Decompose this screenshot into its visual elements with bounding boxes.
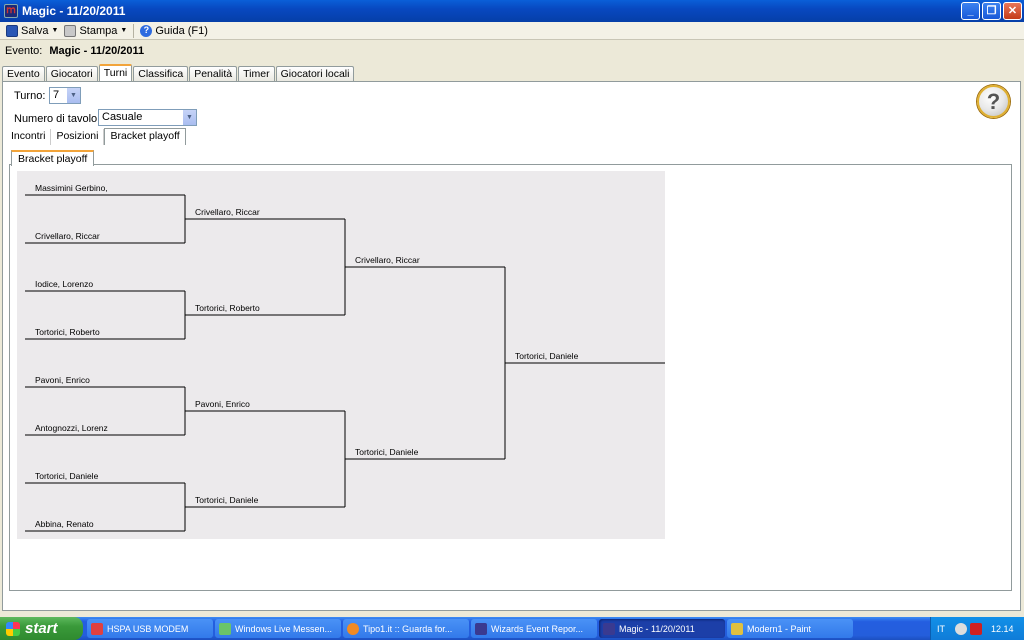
tavolo-select[interactable]: Casuale ▼ — [98, 109, 197, 126]
taskbar-item-wizards[interactable]: Wizards Event Repor... — [471, 619, 597, 638]
system-tray: IT 12.14 — [930, 617, 1024, 640]
tab-bracket-playoff[interactable]: Bracket playoff — [104, 128, 186, 145]
window-controls: _ ❐ ✕ — [961, 2, 1022, 20]
bracket-player-name: Crivellaro, Riccar — [355, 255, 420, 265]
event-label: Evento: — [5, 45, 43, 57]
bracket-player-name: Crivellaro, Riccar — [195, 207, 260, 217]
main-tabs: Evento Giocatori Turni Classifica Penali… — [2, 64, 355, 82]
taskbar-item-label: Magic - 11/20/2011 — [619, 623, 695, 634]
magic-icon — [603, 622, 615, 635]
title-bar: ⅿ Magic - 11/20/2011 _ ❐ ✕ — [0, 0, 1024, 22]
maximize-button[interactable]: ❐ — [982, 2, 1001, 20]
paint-icon — [731, 622, 743, 635]
bracket-player-name: Iodice, Lorenzo — [35, 279, 93, 289]
turno-value: 7 — [53, 89, 60, 101]
chevron-down-icon[interactable]: ▼ — [51, 27, 59, 34]
firefox-icon — [347, 622, 359, 635]
antivirus-icon[interactable] — [970, 622, 982, 635]
tavolo-label: Numero di tavolo per: — [14, 113, 120, 125]
save-button[interactable]: Salva ▼ — [6, 24, 59, 37]
help-icon: ? — [140, 24, 153, 37]
print-button[interactable]: Stampa ▼ — [64, 24, 128, 37]
bracket-diagram: Massimini Gerbino, Crivellaro, RiccarIodi… — [25, 183, 665, 532]
taskbar-item-messenger[interactable]: Windows Live Messen... — [215, 619, 341, 638]
bracket-player-name: Pavoni, Enrico — [35, 375, 90, 385]
taskbar-item-label: Modern1 - Paint — [747, 623, 812, 634]
start-label: start — [25, 620, 58, 637]
turni-panel: Turno: 7 ▼ Numero di tavolo per: Casuale… — [2, 81, 1021, 611]
help-button[interactable]: ? Guida (F1) — [140, 24, 208, 37]
tab-timer[interactable]: Timer — [238, 66, 275, 82]
tab-posizioni[interactable]: Posizioni — [51, 129, 105, 145]
taskbar-item-firefox[interactable]: Tipo1.it :: Guarda for... — [343, 619, 469, 638]
event-info: Evento: Magic - 11/20/2011 — [5, 45, 144, 57]
taskbar-item-label: Wizards Event Repor... — [491, 623, 584, 634]
network-icon[interactable] — [955, 622, 967, 635]
taskbar-item-label: Tipo1.it :: Guarda for... — [363, 623, 453, 634]
question-icon[interactable]: ? — [977, 85, 1010, 118]
bracket-player-name: Tortorici, Roberto — [195, 303, 260, 313]
turno-label: Turno: — [14, 90, 46, 102]
bracket-player-name: Tortorici, Daniele — [195, 495, 259, 505]
messenger-icon — [219, 622, 231, 635]
bracket-player-name: Antognozzi, Lorenz — [35, 423, 108, 433]
taskbar-item-label: HSPA USB MODEM — [107, 623, 189, 634]
tab-penalita[interactable]: Penalità — [189, 66, 238, 82]
close-button[interactable]: ✕ — [1003, 2, 1022, 20]
bracket-player-name: Tortorici, Daniele — [515, 351, 579, 361]
window-title: Magic - 11/20/2011 — [22, 4, 126, 18]
language-indicator[interactable]: IT — [937, 623, 945, 634]
bracket-player-name: Massimini Gerbino, — [35, 183, 108, 193]
tavolo-value: Casuale — [102, 111, 143, 123]
print-icon — [64, 24, 77, 37]
bracket-player-name: Abbina, Renato — [35, 519, 94, 529]
windows-flag-icon — [6, 621, 20, 636]
tab-classifica[interactable]: Classifica — [133, 66, 189, 82]
chevron-down-icon[interactable]: ▼ — [120, 27, 128, 34]
app-icon: ⅿ — [4, 4, 18, 18]
toolbar: Salva ▼ Stampa ▼ ? Guida (F1) — [0, 22, 1024, 40]
chevron-down-icon[interactable]: ▼ — [66, 88, 80, 103]
bracket-player-name: Tortorici, Roberto — [35, 327, 100, 337]
modem-icon — [91, 622, 103, 635]
clock: 12.14 — [991, 623, 1014, 634]
taskbar-item-magic[interactable]: Magic - 11/20/2011 — [599, 619, 725, 638]
taskbar-buttons: HSPA USB MODEM Windows Live Messen... Ti… — [87, 619, 855, 638]
event-name: Magic - 11/20/2011 — [49, 45, 145, 57]
chevron-down-icon[interactable]: ▼ — [182, 110, 196, 125]
wizards-icon — [475, 622, 487, 635]
taskbar-item-label: Windows Live Messen... — [235, 623, 333, 634]
toolbar-separator — [133, 23, 135, 38]
help-label: Guida (F1) — [155, 24, 208, 37]
bracket-player-name: Pavoni, Enrico — [195, 399, 250, 409]
tab-evento[interactable]: Evento — [2, 66, 45, 82]
tab-incontri[interactable]: Incontri — [6, 129, 52, 145]
bracket-player-name: Tortorici, Daniele — [355, 447, 419, 457]
minimize-button[interactable]: _ — [961, 2, 980, 20]
taskbar: start HSPA USB MODEM Windows Live Messen… — [0, 617, 1024, 640]
save-icon — [6, 24, 18, 37]
bracket-player-name: Crivellaro, Riccar — [35, 231, 100, 241]
start-button[interactable]: start — [0, 617, 83, 640]
tab-giocatori[interactable]: Giocatori — [45, 66, 98, 82]
taskbar-item-paint[interactable]: Modern1 - Paint — [727, 619, 853, 638]
print-label: Stampa — [79, 24, 118, 37]
sub-tabs: Incontri Posizioni Bracket playoff — [6, 128, 186, 145]
taskbar-item-hspa[interactable]: HSPA USB MODEM — [87, 619, 213, 638]
tab-giocatori-locali[interactable]: Giocatori locali — [275, 66, 355, 82]
save-label: Salva — [21, 24, 49, 37]
turno-select[interactable]: 7 ▼ — [49, 87, 81, 104]
tab-turni[interactable]: Turni — [98, 64, 133, 82]
inner-tab-bracket-playoff[interactable]: Bracket playoff — [11, 150, 95, 166]
bracket-player-name: Tortorici, Daniele — [35, 471, 99, 481]
